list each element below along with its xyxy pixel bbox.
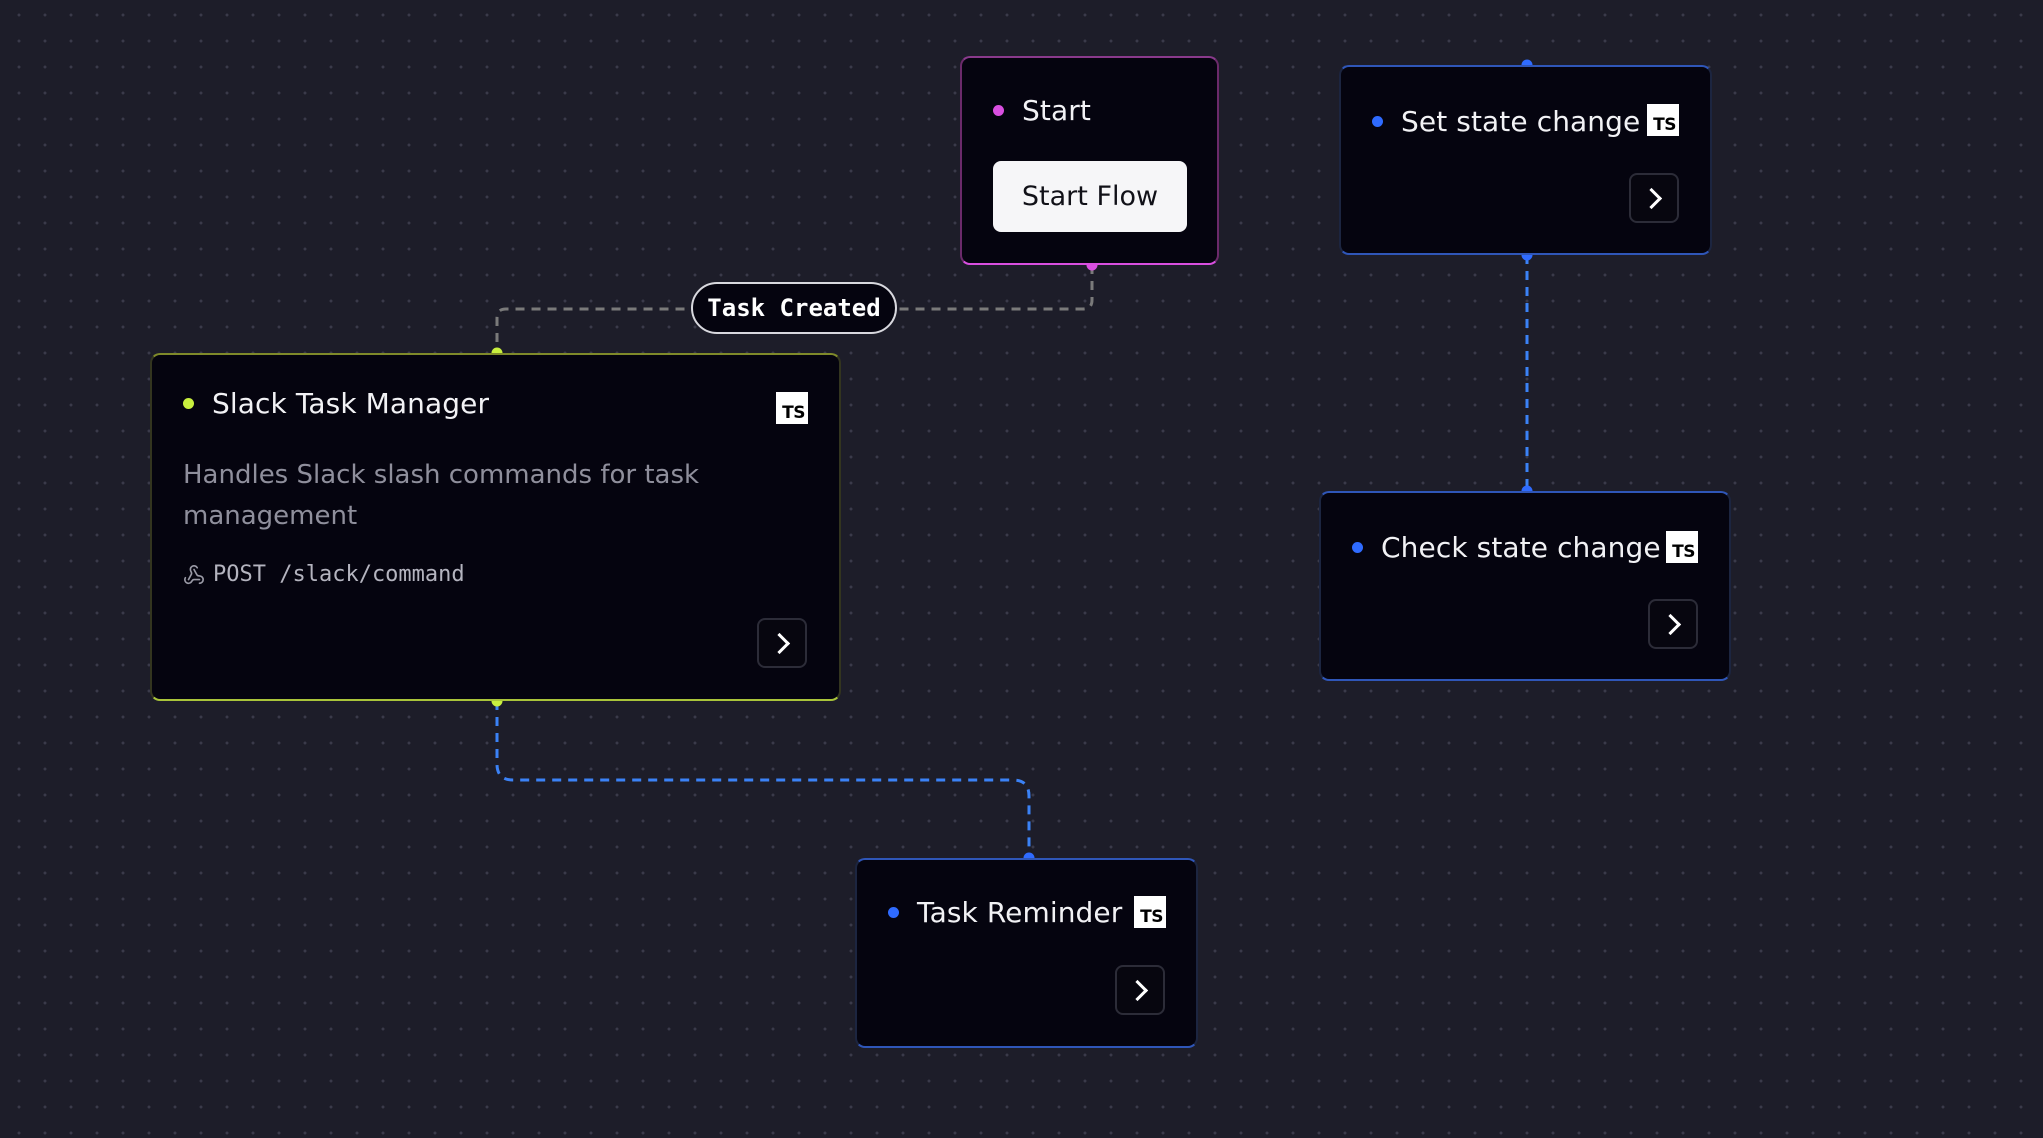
status-dot-icon <box>1372 116 1383 127</box>
edge-label-task-created[interactable]: Task Created <box>691 282 897 334</box>
status-dot-icon <box>1352 542 1363 553</box>
node-check-state-header: Check state change <box>1352 531 1661 564</box>
node-slack-task-manager[interactable]: Slack Task Manager TS Handles Slack slas… <box>150 353 841 701</box>
node-title: Check state change <box>1381 531 1661 564</box>
chevron-right-icon <box>1640 187 1663 209</box>
node-start-header: Start <box>993 94 1091 127</box>
node-title: Start <box>1022 94 1091 127</box>
typescript-icon: TS <box>1647 104 1679 136</box>
route-text: POST /slack/command <box>213 562 465 587</box>
typescript-icon: TS <box>1666 531 1698 563</box>
node-description: Handles Slack slash commands for task ma… <box>183 460 700 531</box>
start-flow-button[interactable]: Start Flow <box>993 161 1187 232</box>
node-title: Slack Task Manager <box>212 387 490 420</box>
expand-button[interactable] <box>757 618 807 668</box>
node-set-state-header: Set state change <box>1372 105 1640 138</box>
node-slack-header: Slack Task Manager <box>183 387 489 420</box>
node-start[interactable]: Start Start Flow <box>960 56 1219 265</box>
status-dot-icon <box>183 398 194 409</box>
expand-button[interactable] <box>1115 965 1165 1015</box>
node-route: POST /slack/command <box>183 562 465 587</box>
chevron-right-icon <box>1659 613 1682 635</box>
typescript-icon: TS <box>776 392 808 424</box>
node-set-state-change[interactable]: Set state change TS <box>1339 65 1712 255</box>
chevron-right-icon <box>768 632 791 654</box>
expand-button[interactable] <box>1648 599 1698 649</box>
node-check-state-change[interactable]: Check state change TS <box>1319 491 1731 681</box>
node-task-reminder[interactable]: Task Reminder TS <box>855 858 1198 1048</box>
edge-slack-to-reminder[interactable] <box>495 701 1031 858</box>
expand-button[interactable] <box>1629 173 1679 223</box>
webhook-icon <box>184 564 204 584</box>
node-title: Task Reminder <box>917 896 1123 929</box>
typescript-icon: TS <box>1134 896 1166 928</box>
node-title: Set state change <box>1401 105 1641 138</box>
status-dot-icon <box>888 907 899 918</box>
status-dot-icon <box>993 105 1004 116</box>
chevron-right-icon <box>1126 979 1149 1001</box>
node-reminder-header: Task Reminder <box>888 896 1122 929</box>
